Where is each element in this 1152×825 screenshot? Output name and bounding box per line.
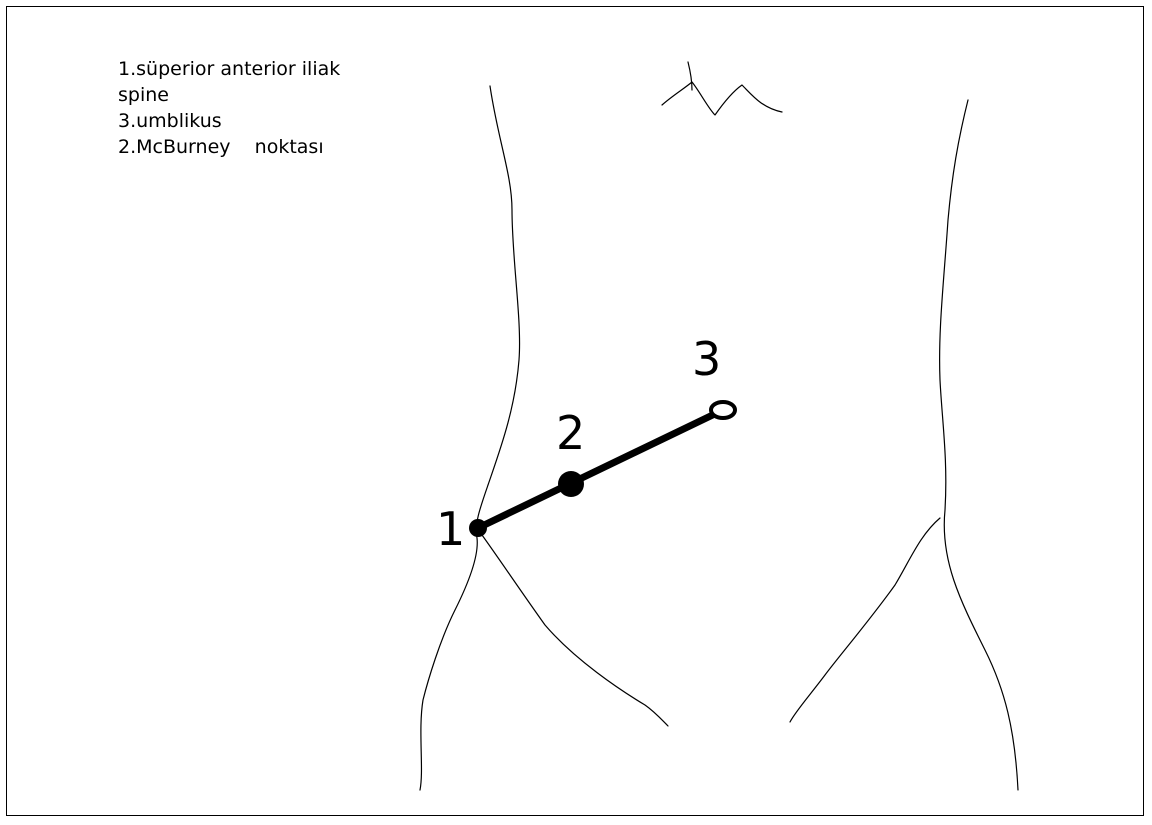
left-torso-outline — [420, 86, 520, 790]
legend-item-umbilicus: 3.umblikus — [118, 108, 340, 134]
point-3-umbilicus-marker — [711, 402, 735, 418]
neck-tick — [688, 62, 692, 90]
right-torso-outline — [940, 100, 1018, 790]
legend-item-mcburney: 2.McBurney noktası — [118, 134, 340, 160]
point-1-label: 1 — [436, 506, 465, 552]
point-3-label: 3 — [692, 336, 721, 382]
point-1-asis-marker — [469, 519, 487, 537]
left-inguinal-line — [482, 535, 668, 726]
right-inguinal-line — [790, 518, 940, 722]
legend-item-asis: 1.süperior anterior iliak — [118, 56, 340, 82]
neck-collar-line — [662, 82, 782, 115]
point-2-mcburney-marker — [558, 471, 584, 497]
mcburney-line — [478, 410, 723, 528]
legend: 1.süperior anterior iliak spine 3.umblik… — [118, 56, 340, 160]
legend-item-asis-continued: spine — [118, 82, 340, 108]
point-2-label: 2 — [556, 410, 585, 456]
